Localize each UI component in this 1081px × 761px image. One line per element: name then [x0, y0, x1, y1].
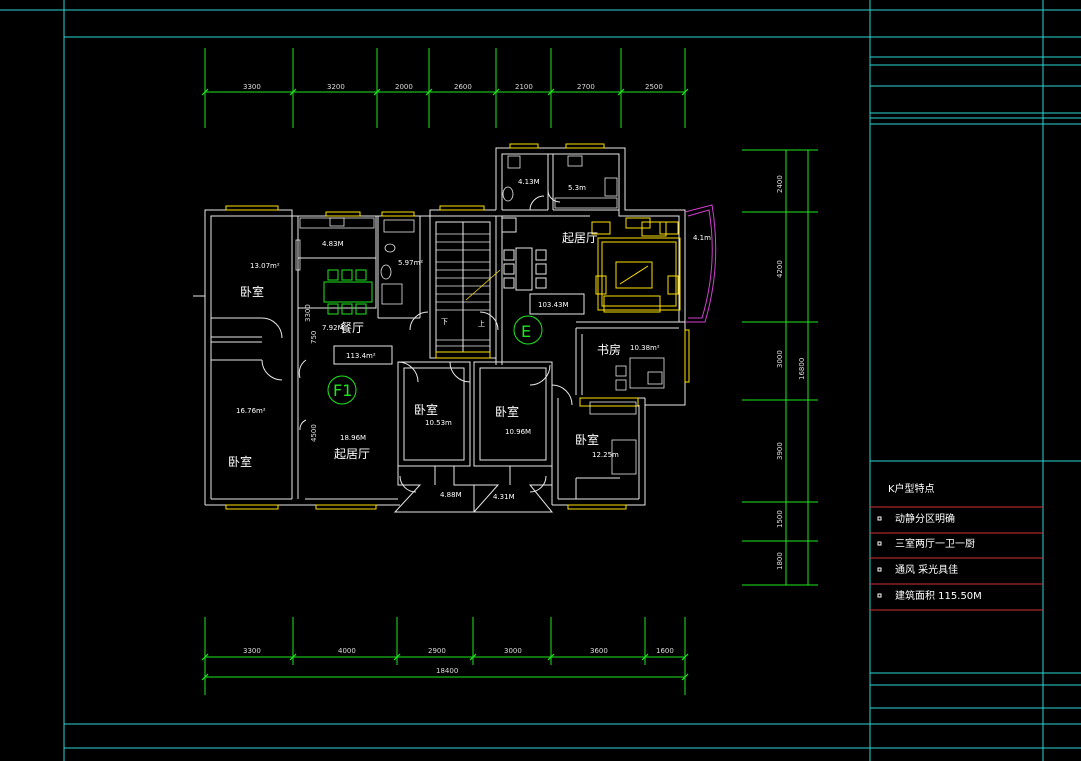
- dimension-lines: [204, 48, 818, 695]
- right-dim-1: 2400: [776, 175, 784, 193]
- room-labels: 卧室 卧室 餐厅 起居厅 卧室 卧室 起居厅 书房 卧室 下 上: [228, 231, 621, 469]
- area-living-left: 18.96M: [340, 434, 366, 442]
- right-dim-5: 1500: [776, 510, 784, 528]
- bottom-dim-6: 1600: [656, 647, 674, 655]
- kitchen-bath-fixtures: [295, 155, 618, 305]
- stair-treads: [436, 233, 501, 347]
- area-kitchen-left: 4.83M: [322, 240, 344, 248]
- top-dim-6: 2700: [577, 83, 595, 91]
- dimension-ticks: [201, 88, 689, 681]
- right-dim-4: 3900: [776, 442, 784, 460]
- area-balcony-mid2: 4.31M: [493, 493, 515, 501]
- area-bedroom-mid2: 10.96M: [505, 428, 531, 436]
- area-boxes: [333, 293, 585, 365]
- area-unit-e: 103.43M: [538, 301, 569, 309]
- unit-e-tag: E: [521, 322, 531, 341]
- top-dimension-labels: 3300 3200 2000 2600 2100 2700 2500: [243, 83, 663, 91]
- stair-up-label: 上: [478, 319, 485, 328]
- panel-item-1: 动静分区明确: [895, 512, 955, 525]
- area-bedroom-left-bottom: 16.76m²: [236, 407, 266, 415]
- top-dim-2: 3200: [327, 83, 345, 91]
- room-study: 书房: [597, 342, 621, 357]
- bottom-dim-3: 2900: [428, 647, 446, 655]
- wall-dim-3: 4500: [310, 424, 318, 442]
- study-furniture: [589, 357, 665, 475]
- bay-balcony: [684, 204, 717, 323]
- area-bedroom-mid1: 10.53m: [425, 419, 452, 427]
- bottom-dim-5: 3600: [590, 647, 608, 655]
- unit-f1-tag: F1: [333, 381, 352, 400]
- panel-title: K户型特点: [888, 482, 935, 495]
- room-bedroom-right: 卧室: [575, 432, 599, 447]
- area-kitchen-right: 5.3m: [568, 184, 586, 192]
- area-bath-right: 4.13M: [518, 178, 540, 186]
- right-dim-3: 3000: [776, 350, 784, 368]
- bottom-dim-1: 3300: [243, 647, 261, 655]
- area-study: 10.38m²: [630, 344, 660, 352]
- room-bedroom-mid2: 卧室: [495, 404, 519, 419]
- bottom-dimension-labels: 3300 4000 2900 3000 3600 1600 18400: [243, 647, 674, 675]
- area-dining: 7.92M: [322, 324, 344, 332]
- door-swings: [261, 189, 573, 493]
- wall-dim-2: 750: [310, 331, 318, 344]
- panel-item-2: 三室两厅一卫一厨: [895, 537, 975, 550]
- right-dim-6: 1800: [776, 552, 784, 570]
- room-bedroom-left-bottom: 卧室: [228, 454, 252, 469]
- top-dim-3: 2000: [395, 83, 413, 91]
- dining-furniture-right: [501, 217, 547, 291]
- top-dim-5: 2100: [515, 83, 533, 91]
- room-dining: 餐厅: [340, 320, 364, 335]
- dining-furniture: [323, 269, 373, 315]
- right-dim-2: 4200: [776, 260, 784, 278]
- living-furniture: [591, 217, 681, 313]
- wall-dim-1: 3300: [304, 304, 312, 322]
- room-living-left: 起居厅: [334, 447, 370, 461]
- bottom-dim-4: 3000: [504, 647, 522, 655]
- top-dim-4: 2600: [454, 83, 472, 91]
- bottom-total: 18400: [436, 667, 458, 675]
- windows: [225, 143, 690, 510]
- area-bedroom-left-top: 13.07m²: [250, 262, 280, 270]
- panel-item-4: 建筑面积 115.50M: [895, 589, 982, 602]
- area-balcony-right: 4.1m: [693, 234, 711, 242]
- right-dimension-labels: 2400 4200 3000 3900 1500 1800 16800: [776, 175, 806, 570]
- area-bath-left: 5.97m²: [398, 259, 423, 267]
- area-bedroom-right: 12.25m: [592, 451, 619, 459]
- unit-tags: [327, 315, 543, 405]
- top-dim-1: 3300: [243, 83, 261, 91]
- stair-down-label: 下: [441, 318, 448, 326]
- room-living-right: 起居厅: [562, 231, 598, 245]
- top-dim-7: 2500: [645, 83, 663, 91]
- room-bedroom-mid1: 卧室: [414, 402, 438, 417]
- right-total: 16800: [798, 358, 806, 380]
- bottom-dim-2: 4000: [338, 647, 356, 655]
- wall-dimension-labels: 3300 750 4500: [304, 304, 318, 442]
- area-balcony-mid1: 4.88M: [440, 491, 462, 499]
- panel-item-3: 通风 采光具佳: [895, 563, 958, 576]
- area-unit-f1: 113.4m²: [346, 352, 376, 360]
- feature-panel: K户型特点 动静分区明确 三室两厅一卫一厨 通风 采光具佳 建筑面积 115.5…: [870, 482, 1043, 611]
- area-labels: 13.07m² 16.76m² 4.83M 5.97m² 7.92M 113.4…: [236, 178, 711, 501]
- room-bedroom-left-top: 卧室: [240, 284, 264, 299]
